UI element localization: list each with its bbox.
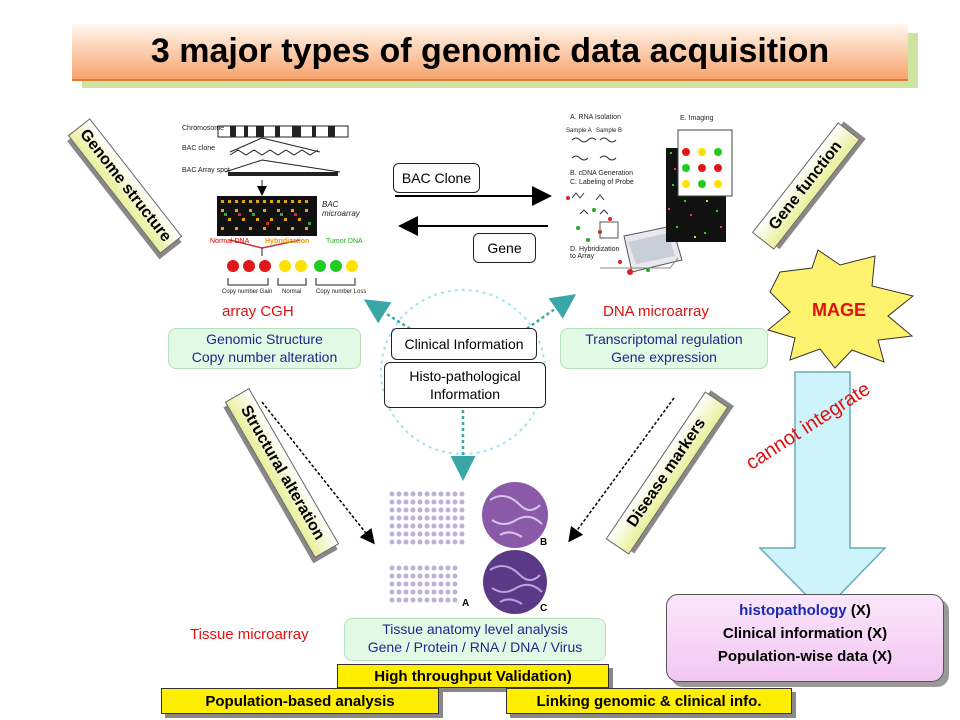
dna-microarray-figure (566, 129, 733, 275)
histo-pathological-box: Histo-pathological Information (384, 362, 546, 408)
cgh-hybridization-label: Hybridization (265, 238, 310, 245)
title-banner: 3 major types of genomic data acquisitio… (72, 24, 908, 81)
clinical-information-box: Clinical Information (391, 328, 537, 360)
population-analysis-box: Population-based analysis (161, 688, 439, 714)
pink-line2: Clinical information (X) (722, 625, 888, 642)
population-analysis-text: Population-based analysis (205, 692, 395, 710)
genomic-structure-line2: Copy number alteration (191, 349, 338, 365)
dna-sample-a: Sample A (566, 128, 592, 134)
cgh-normal-cn-label: Normal (282, 289, 302, 295)
cgh-loss-label: Copy number Loss (316, 289, 367, 295)
dna-microarray-label: DNA microarray (603, 303, 709, 320)
clinical-information-text: Clinical Information (404, 336, 524, 352)
cgh-normal-label: Normal DNA (210, 238, 250, 245)
tissue-anatomy-box: Tissue anatomy level analysis Gene / Pro… (344, 618, 606, 661)
cgh-bac-clone-label: BAC clone (182, 145, 216, 152)
dna-step-b: B. cDNA Generation (570, 170, 634, 177)
dna-step-e: E. Imaging (680, 115, 714, 122)
tissue-panel-c: C (540, 603, 548, 614)
cgh-bac-microarray-label: BAC microarray (322, 200, 360, 218)
arrow-right-diagonal (568, 397, 675, 543)
transcriptomal-box: Transcriptomal regulation Gene expressio… (560, 328, 768, 369)
gene-text: Gene (487, 240, 522, 256)
gene-box: Gene (473, 233, 536, 263)
bac-clone-box: BAC Clone (393, 163, 480, 193)
tissue-panel-a: A (462, 598, 470, 609)
high-throughput-box: High throughput Validation) (337, 664, 609, 688)
genomic-structure-box: Genomic Structure Copy number alteration (168, 328, 361, 369)
cgh-gain-label: Copy number Gain (222, 289, 273, 295)
high-throughput-text: High throughput Validation) (374, 667, 572, 685)
dna-step-c: C. Labeling of Probe (570, 179, 634, 186)
transcriptomal-line1: Transcriptomal regulation (585, 331, 743, 347)
tissue-microarray-figure (386, 482, 548, 614)
dna-step-d: D. Hybridization to Array (570, 246, 620, 260)
linking-box: Linking genomic & clinical info. (506, 688, 792, 714)
linking-text: Linking genomic & clinical info. (536, 692, 762, 710)
mage-label: MAGE (812, 300, 866, 320)
transcriptomal-line2: Gene expression (611, 349, 717, 365)
dna-step-a: A. RNA Isolation (570, 114, 621, 121)
missing-data-box: histopathology (X) Clinical information … (666, 594, 944, 682)
cgh-tumor-label: Tumor DNA (326, 238, 363, 245)
histopathology-x: (X) (846, 602, 871, 619)
pink-line3: Population-wise data (X) (717, 648, 893, 665)
page-title: 3 major types of genomic data acquisitio… (150, 32, 830, 70)
tissue-line2: Gene / Protein / RNA / DNA / Virus (367, 639, 583, 655)
dna-sample-b: Sample B (596, 128, 623, 134)
tissue-panel-b: B (540, 537, 548, 548)
mage-starburst (766, 249, 915, 369)
genomic-structure-line1: Genomic Structure (206, 331, 323, 347)
bac-clone-text: BAC Clone (401, 170, 472, 186)
array-cgh-label: array CGH (222, 303, 294, 320)
cgh-bac-array-label: BAC Array spot (182, 167, 230, 174)
histo-line1: Histo-pathological (409, 368, 521, 384)
histo-line2: Information (429, 386, 501, 402)
histopathology-word: histopathology (739, 602, 847, 619)
array-cgh-figure (217, 125, 358, 286)
big-down-arrow (758, 371, 887, 614)
pink-line1: histopathology (X) (667, 599, 943, 622)
teal-arrow-right (521, 294, 577, 334)
tissue-line1: Tissue anatomy level analysis (382, 621, 568, 637)
cgh-chromosome-label: Chromosome (182, 125, 225, 132)
tissue-microarray-label: Tissue microarray (190, 626, 309, 643)
